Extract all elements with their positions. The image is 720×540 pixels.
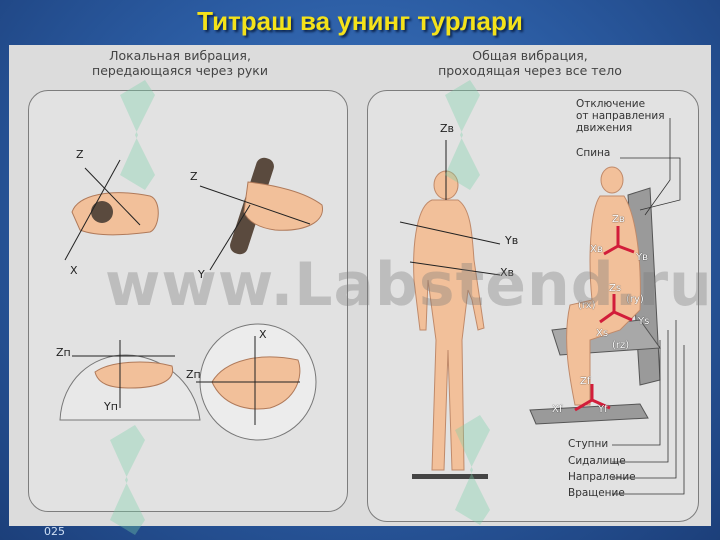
axis-label-yp-3: Yп	[104, 400, 118, 413]
callout-deviation-line-1: Отключение	[576, 98, 646, 110]
seated-axis-z-seat: Zs	[609, 283, 622, 294]
seated-rotation-rx: (rx)	[578, 300, 596, 311]
seated-axis-x-back: Xв	[590, 244, 603, 255]
hand-grip-knob	[64, 159, 159, 261]
standing-axis-y: Yв	[505, 234, 519, 247]
hand-on-dome	[59, 340, 201, 421]
slide-title: Титраш ва унинг турлари	[197, 6, 523, 36]
hand-grip-handle	[199, 157, 323, 271]
local-vibration-frame	[28, 90, 348, 512]
seated-rotation-rz: (rz)	[612, 340, 630, 351]
local-heading-line-1: Локальная вибрация,	[109, 48, 251, 63]
local-vibration-heading: Локальная вибрация, передающаяся через р…	[40, 48, 320, 78]
seated-axis-x-feet: Xf	[552, 404, 563, 415]
hand-on-sphere	[196, 323, 317, 441]
seated-axis-y-back: Yв	[636, 252, 649, 263]
seated-axis-z-feet: Zf	[580, 376, 591, 387]
seated-axis-z-back: Zв	[612, 214, 625, 225]
slide-number: 025	[44, 525, 65, 538]
local-heading-line-2: передающаяся через руки	[92, 63, 268, 78]
axis-label-zp-3: Zп	[56, 346, 71, 359]
seated-axis-y-seat: Ys	[638, 316, 650, 327]
callout-seat: Сидалище	[568, 455, 626, 467]
seated-rotation-ry: (ry)	[626, 294, 644, 305]
axis-label-zp-4: Zп	[186, 368, 201, 381]
seated-axis-y-feet: Yf	[598, 404, 608, 415]
axis-label-z-1: Z	[76, 148, 84, 161]
standing-human-figure	[399, 140, 501, 479]
seated-human-figure	[529, 118, 685, 495]
general-heading-line-2: проходящая через все тело	[438, 63, 622, 78]
general-heading-line-1: Общая вибрация,	[472, 48, 588, 63]
callout-deviation-line-3: движения	[576, 122, 633, 134]
watermark-text: www.Labstend.ru	[105, 250, 713, 320]
general-vibration-heading: Общая вибрация, проходящая через все тел…	[380, 48, 680, 78]
axis-label-x-4: X	[259, 328, 267, 341]
callout-deviation: Отключение от направления движения	[576, 98, 665, 134]
callout-feet: Ступни	[568, 438, 609, 450]
standing-axis-x: Xв	[500, 266, 515, 279]
watermark-logo-shapes	[110, 80, 490, 535]
axis-label-y-2: Y	[198, 268, 205, 281]
axis-label-x-1: X	[70, 264, 78, 277]
callout-back: Спина	[576, 147, 611, 159]
standing-axis-z: Zв	[440, 122, 455, 135]
callout-deviation-line-2: от направления	[576, 110, 665, 122]
seated-axis-x-seat: Xs	[596, 328, 609, 339]
callout-direction: Напраление	[568, 471, 636, 483]
axis-label-z-2: Z	[190, 170, 198, 183]
callout-rotation: Вращение	[568, 487, 625, 499]
